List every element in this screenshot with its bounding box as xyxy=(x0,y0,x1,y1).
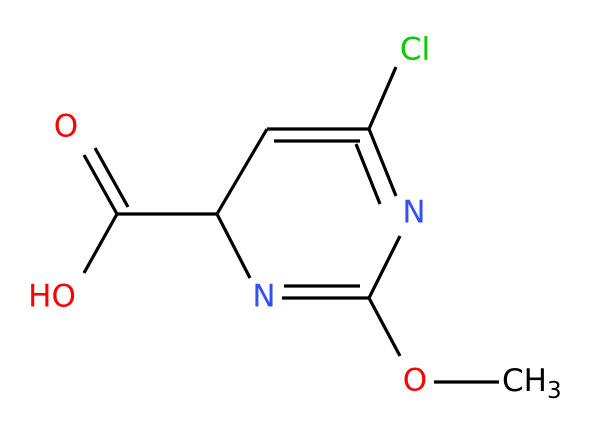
chlorine-label: Cl xyxy=(400,32,430,68)
bond-c6-n1-inner xyxy=(354,143,382,205)
ether-oxygen-label: O xyxy=(403,363,427,399)
ring-nitrogen-lower-label: N xyxy=(252,279,275,315)
bond-c5-c4 xyxy=(215,128,269,215)
bond-n1-c2 xyxy=(367,235,402,299)
atom-labels: Cl N N O HO O CH3 xyxy=(28,32,561,404)
bond-c4-n3 xyxy=(215,213,252,279)
ring-nitrogen-upper-label: N xyxy=(402,195,425,231)
bond-c-o-double-b xyxy=(93,147,130,208)
methyl-group-label: CH3 xyxy=(502,363,562,404)
carbonyl-oxygen-label: O xyxy=(54,109,78,145)
bond-c6-cl xyxy=(367,66,398,130)
bond-c2-o xyxy=(367,297,402,357)
methyl-label: CH xyxy=(502,363,547,399)
bond-c6-n1 xyxy=(367,128,398,197)
bond-c-o-double-a xyxy=(82,154,119,215)
bonds xyxy=(82,66,499,384)
bond-c-oh xyxy=(82,213,119,274)
methyl-subscript: 3 xyxy=(547,378,562,404)
hydroxyl-label: HO xyxy=(28,279,76,315)
